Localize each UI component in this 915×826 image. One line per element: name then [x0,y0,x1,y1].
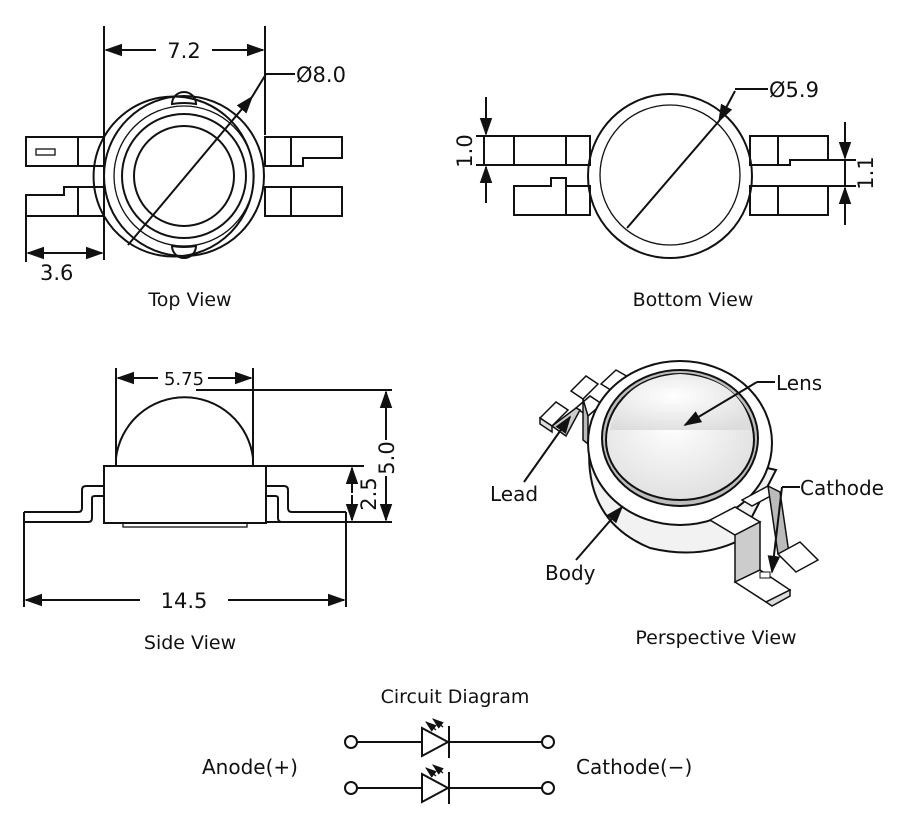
diameter-leader [718,90,736,123]
callout-line [575,505,624,561]
side-body [103,465,267,524]
circuit-diagram: Circuit Diagram Anode(+) Cathode(−) [202,686,692,804]
top-view-caption: Top View [147,289,231,311]
callout-cathode: Cathode [800,476,884,500]
lead-right [266,485,346,523]
pad [749,185,779,216]
callout-body: Body [545,561,596,585]
side-view-caption: Side View [144,632,236,654]
light-arrow [425,767,437,778]
light-arrow [432,718,444,729]
callout-line [767,486,783,574]
anode-label: Anode(+) [202,755,298,779]
lead-left [24,485,104,523]
lead-left-upper [25,136,105,167]
cathode-mark [35,148,56,156]
cathode-mark [759,571,771,579]
side-view: 5.75 5.0 2.5 14.5 Side View [23,368,399,654]
callout-lead: Lead [490,482,538,506]
total-height-dimension: 5.0 [375,441,399,474]
lens [133,125,235,227]
pad [483,135,515,166]
bottom-view-caption: Bottom View [633,289,754,311]
thermal-pad [599,104,741,246]
light-arrow [425,721,437,732]
total-length-dimension: 14.5 [161,589,208,613]
pad [565,185,591,216]
inner-ring [113,105,255,247]
hatched-lead [513,177,567,216]
diameter-leader [626,120,720,229]
lens-width-dimension: 5.75 [164,369,204,390]
terminal [344,781,358,795]
pad [749,135,779,166]
callout-lens: Lens [776,371,822,395]
hatched-lead [777,135,829,166]
lens-dome [115,396,254,467]
thermal-pad [122,522,248,528]
diameter-leader [127,95,254,246]
perspective-view: Lens Lead Cathode Body Perspective View [490,360,884,649]
lead-right-upper [264,136,343,167]
light-arrow [432,764,444,775]
callout-line [683,381,758,426]
body-outline [103,95,265,257]
led-symbol-upper [344,718,555,758]
led-symbol-lower [344,764,555,804]
diameter-leader [251,73,267,98]
body-outline [92,95,255,258]
terminal [344,735,358,749]
right-gap-dimension: 1.1 [854,156,878,189]
circuit-title: Circuit Diagram [381,686,530,708]
lead-right-lower [264,186,343,217]
top-view: 7.2 Ø8.0 [25,26,346,311]
bottom-view: Ø5.9 1.0 1.1 Bottom View [453,78,878,311]
top-diameter-dimension: Ø8.0 [296,63,346,87]
perspective-view-caption: Perspective View [635,627,796,649]
lens-ring [121,113,247,239]
body-height-dimension: 2.5 [357,477,381,510]
callout-line [523,415,572,483]
top-width-dimension: 7.2 [167,39,200,63]
bottom-diameter-dimension: Ø5.9 [769,78,819,102]
terminal [541,781,555,795]
lead-front [708,484,820,607]
pad [565,135,591,166]
left-gap-dimension: 1.0 [453,134,477,167]
lead-length-dimension: 3.6 [40,261,73,285]
hatched-lead [513,135,567,166]
notch [170,244,198,259]
hatched-lead [777,185,829,216]
lead-left-lower [25,186,105,217]
notch [170,91,198,106]
terminal [541,735,555,749]
cathode-label: Cathode(−) [576,755,692,779]
bottom-body [587,93,753,259]
